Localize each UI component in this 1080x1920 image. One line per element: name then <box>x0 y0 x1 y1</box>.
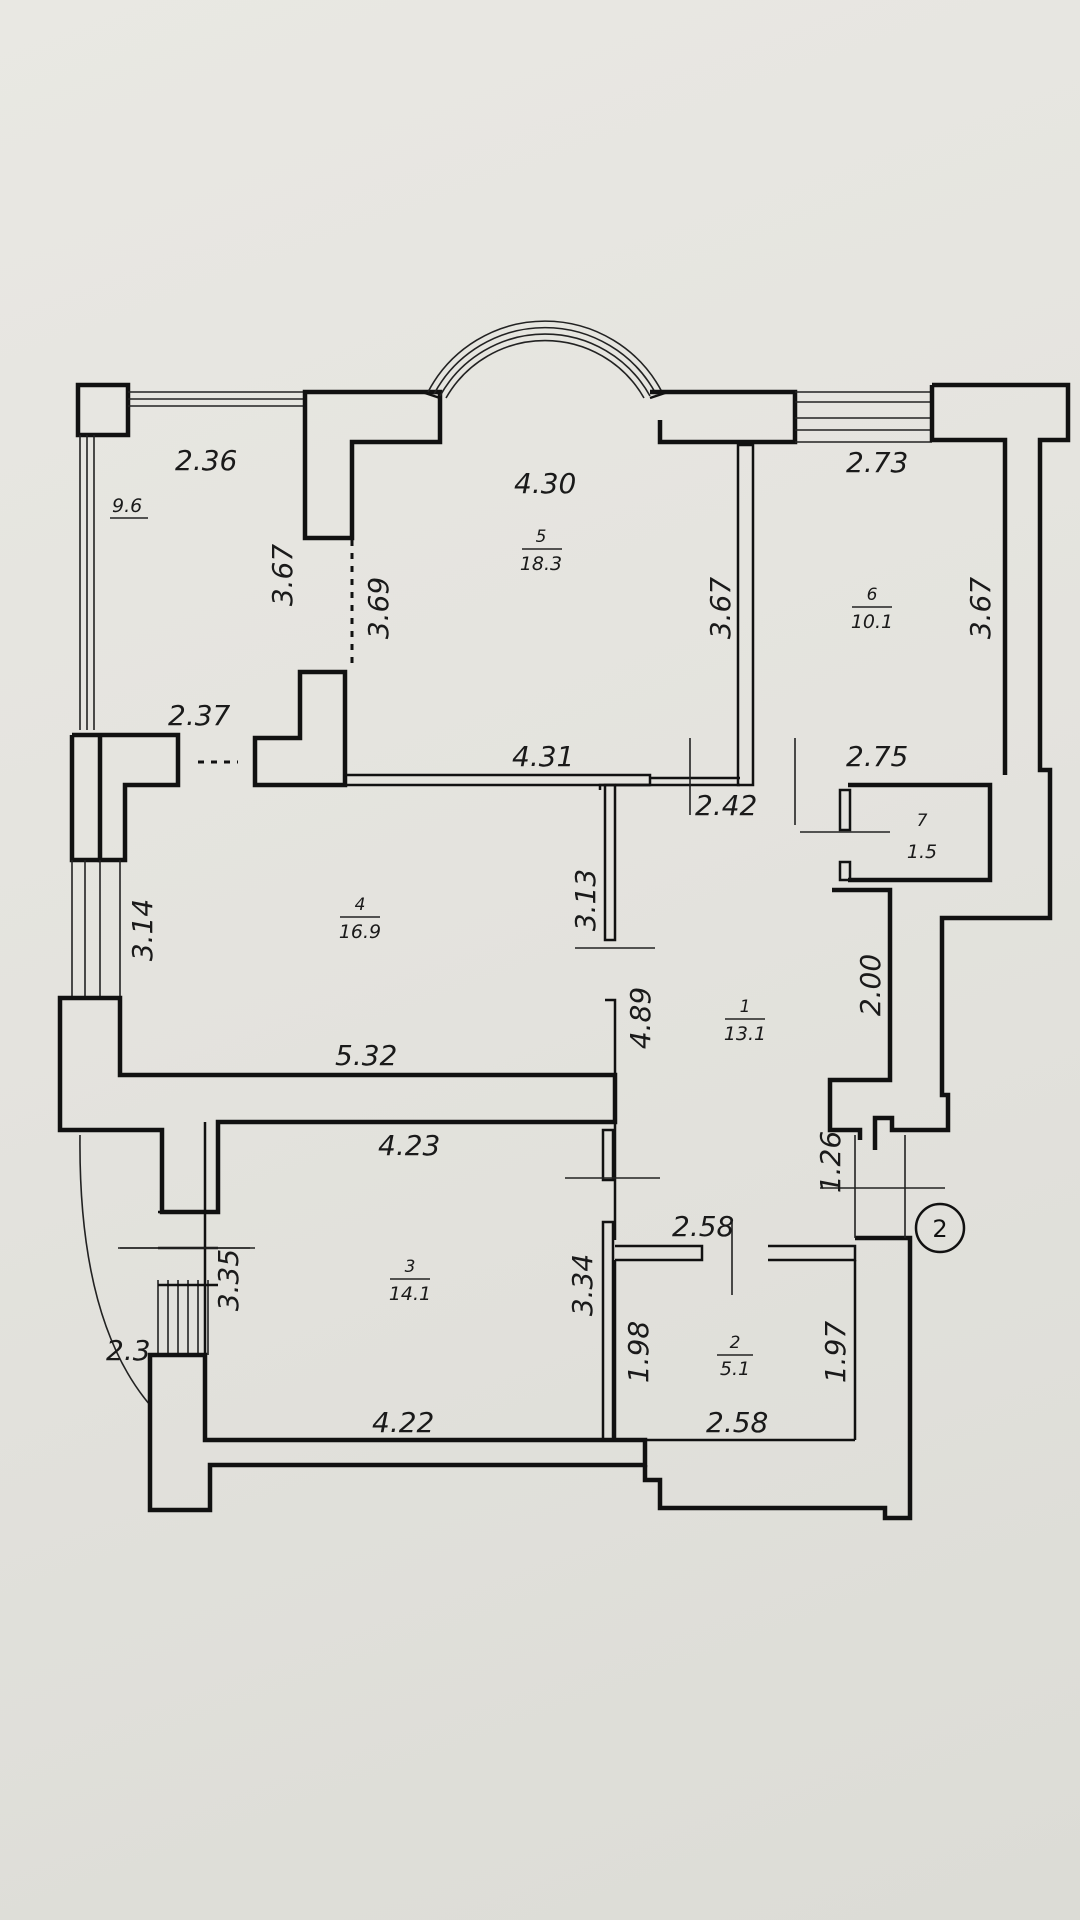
dim-stair-arc: 2.3 <box>106 1334 151 1367</box>
dim-r5-right: 3.67 <box>704 577 737 640</box>
dim-r6-top: 2.73 <box>846 446 908 479</box>
dim-r1-left: 4.89 <box>624 987 657 1049</box>
balcony-area: 9.6 <box>112 495 142 517</box>
dim-r4-left: 3.14 <box>126 899 159 961</box>
room-4-number: 4 <box>355 895 366 915</box>
room-5-area: 18.3 <box>520 553 562 575</box>
room-7-number: 7 <box>917 811 928 831</box>
dim-r5-left: 3.69 <box>362 577 395 639</box>
dim-r2-top: 2.58 <box>672 1210 734 1243</box>
room-2-area: 5.1 <box>720 1358 750 1380</box>
dim-r5-bottom: 4.31 <box>512 740 574 773</box>
dim-r3-bottom: 4.22 <box>372 1406 434 1439</box>
room-3-number: 3 <box>405 1257 416 1277</box>
dim-entry: 1.26 <box>814 1131 847 1193</box>
room-4-area: 16.9 <box>339 921 381 943</box>
dim-balcony-left-wall: 3.67 <box>266 544 299 607</box>
dim-r4-right: 3.13 <box>569 869 602 931</box>
room-1-number: 1 <box>740 997 751 1017</box>
dim-r3-top: 4.23 <box>378 1129 440 1162</box>
dim-r5-top: 4.30 <box>514 467 576 500</box>
walls <box>57 320 1071 1521</box>
axis-marker: 2 <box>914 1202 966 1254</box>
room-labels: 9.6 5 18.3 6 10.1 7 1.5 4 16.9 1 13.1 3 … <box>110 495 937 1380</box>
door-markers <box>118 738 890 1295</box>
axis-marker-label: 2 <box>932 1215 947 1243</box>
room-1-area: 13.1 <box>724 1023 766 1045</box>
dim-balcony-top: 2.36 <box>175 444 237 477</box>
room-2-number: 2 <box>730 1333 741 1353</box>
dim-r2-right: 1.97 <box>819 1321 852 1384</box>
dim-r4-bottom: 5.32 <box>335 1039 397 1072</box>
dim-r2-bottom: 2.58 <box>706 1406 768 1439</box>
dim-r1-right: 2.00 <box>854 954 887 1016</box>
dim-r6-bottom: 2.75 <box>846 740 908 773</box>
dim-corridor-top: 2.42 <box>695 789 757 822</box>
dim-r3-left: 3.35 <box>212 1249 245 1311</box>
dim-r2-left: 1.98 <box>622 1321 655 1383</box>
dim-balcony-bottom: 2.37 <box>168 699 231 732</box>
room-3-area: 14.1 <box>389 1283 431 1305</box>
dim-r3-right: 3.34 <box>566 1254 599 1316</box>
room-5-number: 5 <box>536 527 547 547</box>
room-6-number: 6 <box>867 585 878 605</box>
room-7-area: 1.5 <box>907 841 937 863</box>
dim-r6-right: 3.67 <box>964 577 997 640</box>
dimension-labels: 2.36 3.67 2.37 4.30 3.69 3.67 4.31 2.73 … <box>106 444 997 1439</box>
room-6-area: 10.1 <box>851 611 893 633</box>
